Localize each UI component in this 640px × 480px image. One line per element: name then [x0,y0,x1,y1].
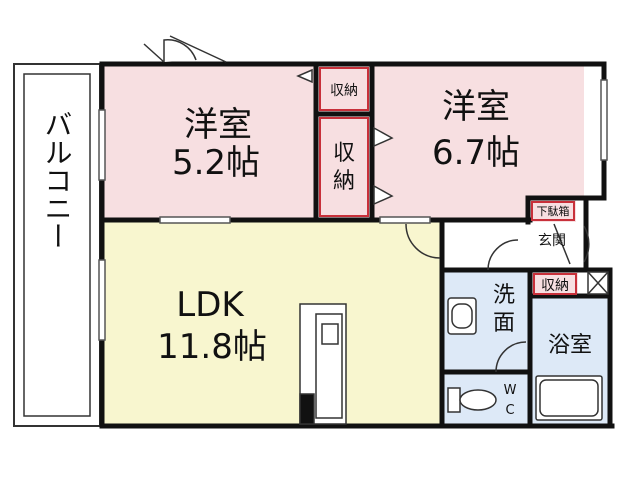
pipe-space [587,271,609,295]
storage-middle [318,116,370,218]
bathtub-icon [535,375,603,421]
western-left-size: 5.2帖 [172,143,260,183]
balcony-label: バルコニー [41,110,74,250]
western-right-size: 6.7帖 [432,133,520,173]
toilet-icon [447,387,497,413]
wc-label-2: C [505,403,514,418]
ldk-size: 11.8帖 [157,327,267,367]
door-top [143,35,227,63]
shoe-box-label: 下駄箱 [537,204,570,218]
entrance-label: 玄関 [538,232,566,249]
western-room-right [374,66,584,218]
storage-small-label: 収納 [541,278,569,294]
ldk-room [104,222,440,424]
storage-small [532,272,578,296]
kitchen-counter [299,303,347,425]
wc-label-1: W [504,383,517,398]
western-left-name: 洋室 [184,105,252,145]
balcony: バルコニー [13,63,101,427]
washroom-label-1: 洗 [493,283,515,308]
shoe-box [530,200,576,222]
storage-top-label: 収納 [330,83,358,99]
western-room-left [104,66,318,218]
ldk-name: LDK [176,285,245,325]
windows [98,79,608,341]
storage-top [318,66,370,112]
walls [99,61,615,429]
sink-icon [447,297,477,335]
door-arcs [405,223,590,373]
storage-door-marks [296,68,394,206]
bath-label: 浴室 [548,333,592,358]
corridor [442,222,530,270]
washroom-label-2: 面 [493,311,515,336]
western-right-name: 洋室 [442,87,510,127]
storage-outline [319,67,577,295]
storage-mid-label-2: 納 [333,169,355,194]
storage-mid-label-1: 収 [333,141,355,166]
